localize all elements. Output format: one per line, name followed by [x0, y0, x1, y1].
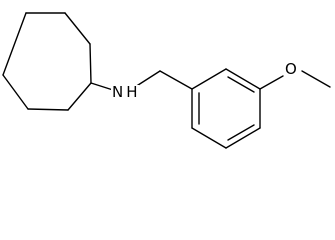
ring-bond: [2, 12, 27, 76]
ring-bond: [2, 74, 29, 110]
aryl-bond: [225, 127, 261, 149]
aryl-double-bond: [227, 76, 255, 93]
methylene-to-aryl-bond: [159, 70, 193, 90]
ring-bond: [64, 12, 91, 45]
molecule-diagram: N H O: [2, 12, 331, 149]
oxygen-to-methyl-bond: [301, 70, 331, 88]
ring-bond: [27, 108, 69, 111]
cycloheptane-ring: [2, 12, 92, 111]
aryl-bond: [191, 127, 227, 149]
nitrogen-to-methylene-bond: [134, 70, 161, 88]
ring-bond: [67, 82, 92, 111]
aryl-double-bond: [227, 124, 255, 141]
aryl-to-oxygen-bond: [259, 75, 284, 90]
oxygen-label: O: [284, 60, 298, 78]
aryl-bond: [191, 68, 227, 90]
ring-to-nitrogen-bond: [90, 82, 114, 91]
benzene-ring: [191, 68, 261, 149]
ring-bond: [89, 43, 92, 84]
aryl-bond: [225, 68, 261, 90]
nitrogen-hydrogen-label: N H: [111, 83, 139, 101]
structure-svg: [2, 12, 331, 149]
